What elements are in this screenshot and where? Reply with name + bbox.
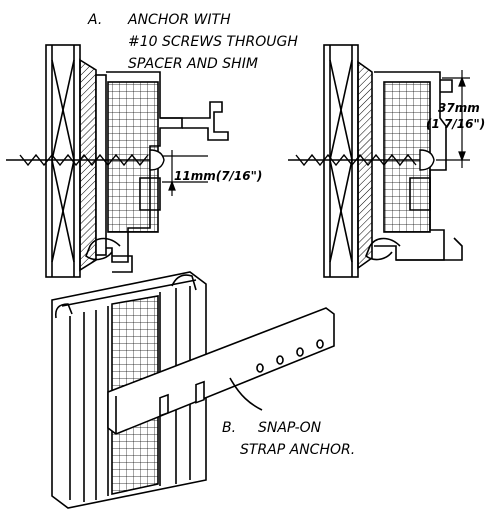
- shim: [79, 58, 97, 272]
- label-b-line2: STRAP ANCHOR.: [240, 442, 355, 458]
- label-a-line3: SPACER AND SHIM: [128, 56, 258, 72]
- label-b-letter: B.: [222, 420, 236, 436]
- label-a-letter: A.: [87, 12, 102, 28]
- screw-left: [6, 149, 165, 171]
- label-dim-37mm: 37mm: [438, 101, 480, 115]
- label-dim-1-7-16: (1 7/16"): [426, 117, 485, 131]
- screw-right: [288, 149, 435, 171]
- label-b-line1: SNAP-ON: [258, 420, 322, 436]
- detail-b-strap: [51, 271, 335, 509]
- dimension-11mm: [162, 150, 208, 196]
- detail-a-left: [45, 44, 229, 278]
- label-dim-11mm: 11mm(7/16"): [174, 169, 262, 183]
- dimension-37mm: [436, 70, 470, 168]
- label-a-line2: #10 SCREWS THROUGH: [128, 34, 298, 50]
- wall-block-right: [323, 44, 359, 278]
- detail-a-right: [323, 44, 463, 278]
- label-a-line1: ANCHOR WITH: [127, 12, 231, 28]
